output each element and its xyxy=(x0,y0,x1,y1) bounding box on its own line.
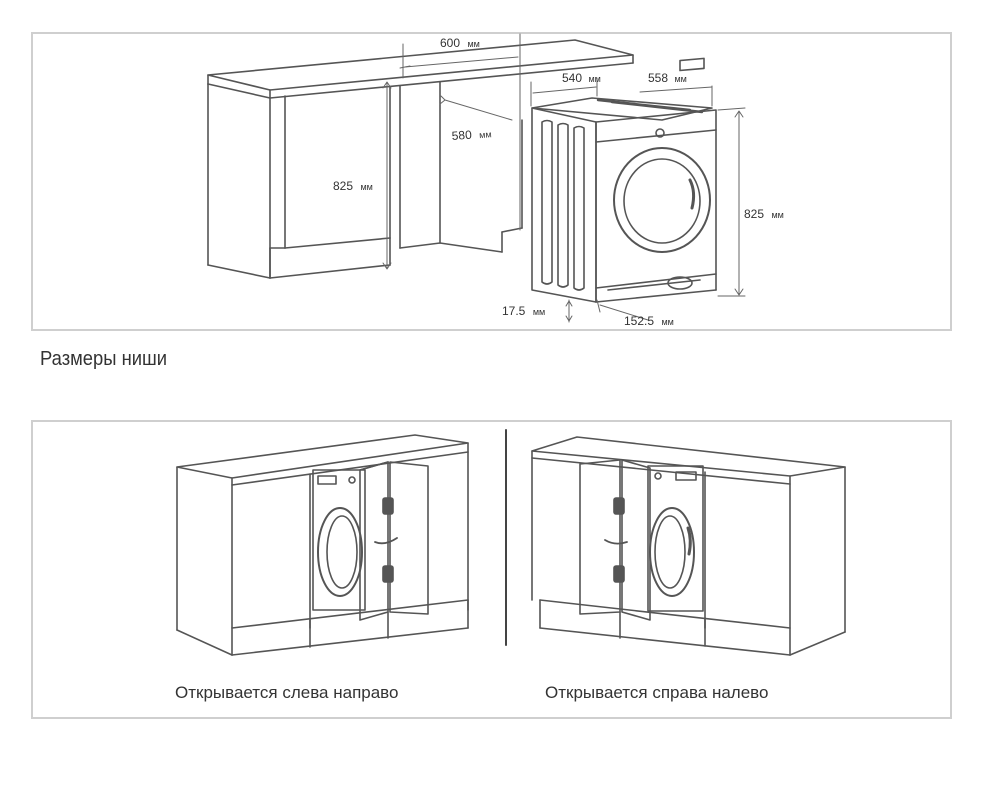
dimension-lines xyxy=(382,33,746,323)
cabinet-opens-left-to-right xyxy=(176,434,469,656)
dim-door-offset: 152.5 мм xyxy=(624,312,674,329)
section-caption: Размеры ниши xyxy=(40,348,168,370)
dim-foot-clearance: 17.5 мм xyxy=(502,302,545,319)
caption-left-to-right: Открывается слева направо xyxy=(175,683,398,702)
dim-niche-width: 600 мм xyxy=(440,34,480,51)
niche-dimensions-panel xyxy=(31,32,952,331)
dim-machine-width: 540 мм xyxy=(562,69,601,86)
cabinet-opens-right-to-left xyxy=(531,436,846,656)
dim-machine-height: 825 мм xyxy=(744,205,784,222)
kitchen-cabinet xyxy=(207,39,634,279)
dimension-labels: 600 мм 580 мм 825 мм 540 мм 558 мм 825 м… xyxy=(333,34,784,329)
dim-niche-depth: 580 мм xyxy=(451,124,492,144)
door-opening-panel xyxy=(31,420,952,719)
washing-machine xyxy=(531,57,717,303)
caption-right-to-left: Открывается справа налево xyxy=(545,683,768,702)
dim-niche-height: 825 мм xyxy=(333,177,373,194)
dim-machine-depth: 558 мм xyxy=(648,69,687,86)
